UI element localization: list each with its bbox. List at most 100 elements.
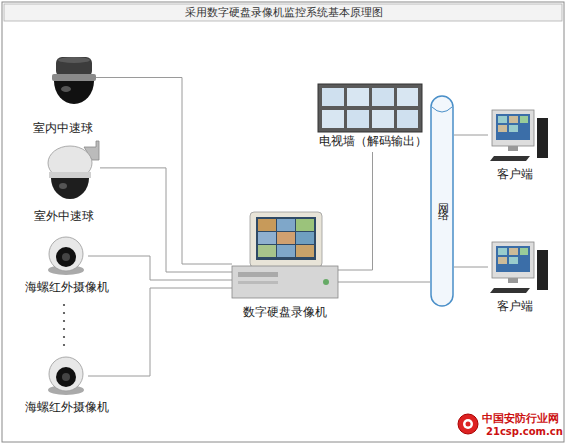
node-label: 网络 — [435, 195, 450, 207]
outdoor-ptz-icon-part — [49, 172, 91, 178]
client-computer-icon-part — [509, 248, 518, 255]
tv-wall-icon-part — [397, 88, 418, 106]
wire-connector — [454, 267, 488, 268]
frame-part — [4, 4, 562, 21]
tube-rim — [432, 107, 452, 112]
client-computer-icon-part — [498, 248, 507, 255]
conch-camera-icon-part — [62, 253, 70, 261]
ellipsis-dots-part — [63, 312, 65, 314]
client-computer-icon-part — [496, 246, 530, 272]
network-tube: 网络 — [430, 95, 454, 307]
conch-camera-icon-part — [49, 237, 83, 271]
outdoor-ptz-icon — [48, 141, 99, 199]
tv-wall-icon-part — [347, 110, 369, 128]
ellipsis-dots-part — [63, 304, 65, 306]
indoor-dome-icon-part — [52, 74, 96, 81]
outdoor-ptz-icon-part — [51, 178, 89, 199]
camera-node: 室外中速球 — [44, 140, 100, 202]
client-computer-icon-part — [492, 110, 534, 146]
dvr-icon-part — [277, 232, 295, 244]
node-label: 室内中速球 — [33, 120, 93, 137]
conch-camera-icon-part — [56, 247, 76, 267]
ellipsis-dots-part — [63, 336, 65, 338]
client-computer-icon-part — [496, 114, 530, 140]
dvr-icon — [232, 212, 338, 298]
dvr-icon-part — [258, 245, 276, 257]
ellipsis-dots — [63, 304, 65, 346]
dvr-icon-part — [296, 232, 314, 244]
client-computer-icon-part — [508, 278, 518, 283]
wire-connector — [88, 256, 232, 280]
dvr-icon-part — [277, 219, 295, 231]
tv-wall-icon-part — [322, 110, 344, 128]
watermark-logo — [458, 414, 478, 434]
node-label: 海螺红外摄像机 — [25, 279, 109, 296]
wire-connector — [338, 152, 373, 270]
indoor-dome-icon-part — [58, 57, 90, 63]
node-label: 客户端 — [497, 298, 533, 315]
node-label: 电视墙（解码输出） — [319, 133, 427, 150]
watermark-text: 中国安防行业网 — [482, 411, 559, 426]
tv-wall-icon-part — [372, 88, 394, 106]
client-node: 客户端 — [488, 108, 550, 162]
conch-camera-icon-part — [62, 373, 70, 381]
client-computer-icon-part — [492, 242, 534, 278]
wire-connector — [96, 78, 232, 265]
dvr-icon-part — [238, 272, 278, 277]
indoor-dome-icon-part — [54, 81, 94, 104]
ellipsis-dots-part — [63, 344, 65, 346]
dvr-icon-part — [296, 245, 314, 257]
tv-wall-icon-part — [318, 84, 422, 132]
client-computer-icon-part — [509, 257, 518, 264]
camera-node: 室内中速球 — [50, 55, 96, 105]
dvr-icon-part — [232, 266, 338, 298]
client-computer-icon-part — [537, 250, 548, 290]
dvr-icon-part — [256, 217, 316, 260]
wire-connector — [88, 288, 232, 376]
node-label: 海螺红外摄像机 — [25, 399, 109, 416]
indoor-dome-icon — [52, 57, 96, 104]
node-label: 客户端 — [497, 166, 533, 183]
client-computer-icon-part — [537, 118, 548, 158]
client-computer-icon-part — [498, 116, 507, 123]
client-computer-icon-part — [508, 146, 518, 151]
client-computer-icon-part — [520, 116, 528, 123]
client-computer-icon — [490, 110, 548, 161]
indoor-dome-icon-part — [61, 86, 71, 92]
watermark-logo-part — [458, 414, 478, 434]
wire-connector — [338, 282, 430, 283]
dvr-icon-part — [258, 219, 276, 231]
dvr-icon-part — [258, 232, 276, 244]
node-label: 室外中速球 — [34, 208, 94, 225]
tv-wall-icon-part — [347, 88, 369, 106]
client-computer-icon-part — [490, 288, 530, 293]
tv-wall-icon-part — [372, 110, 394, 128]
watermark-logo-part — [466, 422, 471, 427]
conch-camera-icon-part — [56, 367, 76, 387]
dvr-node: 数字硬盘录像机 — [232, 212, 338, 298]
tv-wall-icon-part — [397, 110, 418, 128]
client-computer-icon — [490, 242, 548, 293]
dvr-icon-part — [323, 279, 329, 285]
tv-wall-icon-part — [322, 88, 344, 106]
client-computer-icon-part — [509, 116, 518, 123]
dvr-icon-part — [238, 281, 278, 284]
conch-camera-icon — [48, 357, 84, 395]
conch-camera-icon-part — [49, 357, 83, 391]
client-node: 客户端 — [488, 240, 550, 294]
client-computer-icon-part — [490, 156, 530, 161]
camera-node: 海螺红外摄像机 — [46, 236, 88, 276]
watermark-url: 21csp.com.cn — [486, 426, 563, 437]
client-computer-icon-part — [498, 257, 507, 264]
tube-body — [431, 96, 453, 306]
dvr-icon-part — [250, 212, 322, 267]
outdoor-ptz-icon-part — [48, 146, 92, 180]
camera-node: 海螺红外摄像机 — [46, 356, 88, 396]
wire-connector — [454, 135, 488, 136]
ellipsis-dots-part — [63, 320, 65, 322]
node-label: 数字硬盘录像机 — [243, 304, 327, 321]
dvr-icon-part — [296, 219, 314, 231]
client-computer-icon-part — [498, 125, 507, 132]
